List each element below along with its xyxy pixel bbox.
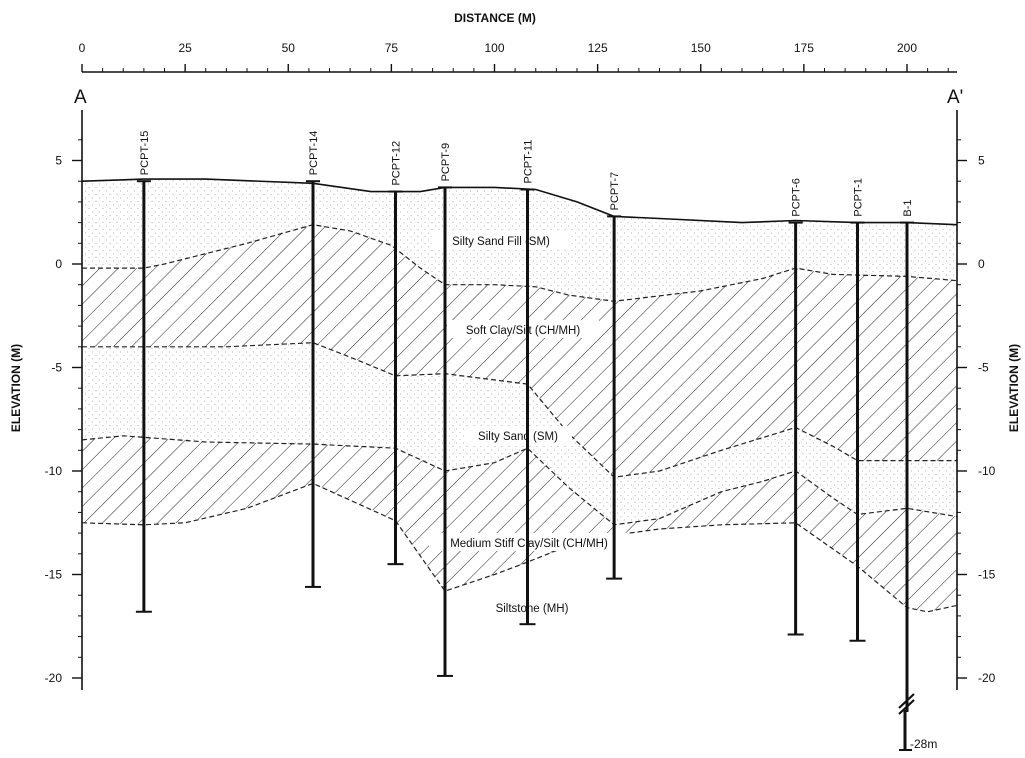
distance-tick-label: 200 bbox=[897, 41, 917, 55]
layer-label-silty-sand-fill: Silty Sand Fill (SM) bbox=[452, 236, 550, 248]
y-axis-title-right: ELEVATION (M) bbox=[1007, 344, 1021, 432]
b1-break-symbol bbox=[898, 693, 915, 751]
borehole-label: PCPT-6 bbox=[791, 178, 803, 217]
elevation-tick-label-left: -10 bbox=[45, 464, 63, 478]
layer-medium-stiff-clay-silt bbox=[82, 435, 957, 612]
borehole-label: PCPT-14 bbox=[308, 131, 320, 176]
layer-soft-clay-silt bbox=[82, 224, 957, 478]
section-end-label: A' bbox=[947, 87, 963, 108]
distance-ticks: 0 25 50 75 100 125 150 175 200 bbox=[79, 41, 949, 72]
y-axis-title-left: ELEVATION (M) bbox=[9, 344, 23, 432]
elevation-tick-label-right: -5 bbox=[978, 361, 989, 375]
distance-tick-label: 50 bbox=[282, 41, 296, 55]
borehole-label: PCPT-15 bbox=[139, 131, 151, 176]
b1-depth-note: -28m bbox=[910, 737, 937, 751]
elevation-tick-label-left: -15 bbox=[45, 568, 63, 582]
distance-tick-label: 150 bbox=[691, 41, 711, 55]
elevation-ticks-left: 5 0 -5 -10 -15 -20 bbox=[45, 139, 82, 685]
layer-label-medium-stiff-clay-silt: Medium Stiff Clay/Silt (CH/MH) bbox=[450, 538, 608, 550]
elevation-tick-label-left: 0 bbox=[55, 257, 62, 271]
distance-tick-label: 175 bbox=[794, 41, 814, 55]
borehole-label: PCPT-9 bbox=[440, 143, 452, 182]
borehole-pcpt-6: PCPT-6 bbox=[787, 178, 804, 636]
elevation-tick-label-right: 0 bbox=[978, 257, 985, 271]
elevation-tick-label-right: -15 bbox=[978, 568, 996, 582]
borehole-pcpt-14: PCPT-14 bbox=[305, 131, 321, 588]
ground-surface-line bbox=[81, 178, 957, 226]
borehole-pcpt-1: PCPT-1 bbox=[849, 178, 866, 642]
borehole-label: PCPT-7 bbox=[609, 172, 621, 211]
elevation-tick-label-right: -10 bbox=[978, 464, 996, 478]
borehole-pcpt-7: PCPT-7 bbox=[606, 172, 623, 580]
clay-base-line bbox=[81, 482, 957, 613]
distance-tick-label: 125 bbox=[588, 41, 608, 55]
distance-tick-label: 25 bbox=[178, 41, 192, 55]
elevation-ticks-right: 5 0 -5 -10 -15 -20 bbox=[957, 139, 996, 685]
distance-tick-label: 0 bbox=[79, 41, 86, 55]
borehole-label: PCPT-12 bbox=[391, 141, 403, 186]
boreholes: PCPT-15 PCPT-14 PCPT-12 PCPT-9 PCPT-11PCPT-7… bbox=[135, 131, 914, 712]
layer-label-soft-clay-silt: Soft Clay/Silt (CH/MH) bbox=[466, 325, 581, 337]
elevation-tick-label-right: -20 bbox=[978, 671, 996, 685]
borehole-label: PCPT-1 bbox=[853, 178, 865, 217]
borehole-b-1: B-1 bbox=[900, 199, 914, 712]
borehole-label: PCPT-11 bbox=[523, 140, 535, 184]
borehole-pcpt-15: PCPT-15 bbox=[135, 131, 152, 613]
borehole-pcpt-12: PCPT-12 bbox=[387, 141, 404, 566]
layer-label-siltstone: Siltstone (MH) bbox=[496, 603, 569, 615]
distance-tick-label: 75 bbox=[385, 41, 399, 55]
borehole-pcpt-11: PCPT-11 bbox=[519, 140, 536, 626]
elevation-tick-label-left: -20 bbox=[45, 671, 63, 685]
borehole-label: B-1 bbox=[902, 199, 914, 216]
silty-sand-base-line bbox=[81, 435, 957, 526]
layer-label-silty-sand: Silty Sand (SM) bbox=[478, 431, 558, 443]
elevation-tick-label-right: 5 bbox=[978, 154, 985, 168]
soft-clay-base-line bbox=[82, 342, 957, 478]
borehole-pcpt-9: PCPT-9 bbox=[437, 143, 453, 677]
section-start-label: A bbox=[74, 87, 87, 108]
distance-tick-label: 100 bbox=[484, 41, 504, 55]
elevation-tick-label-left: 5 bbox=[55, 154, 62, 168]
elevation-tick-label-left: -5 bbox=[51, 361, 62, 375]
x-axis-title: DISTANCE (M) bbox=[454, 11, 536, 25]
